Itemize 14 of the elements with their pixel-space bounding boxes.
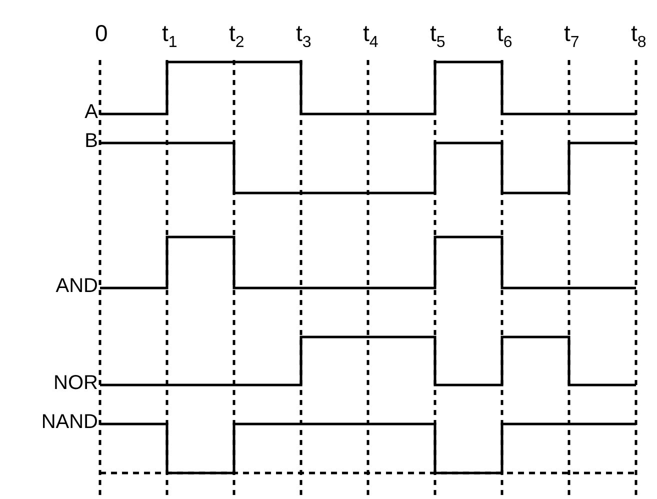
time-label: t$_{2}$ bbox=[229, 22, 244, 51]
signal-label: A bbox=[84, 102, 98, 122]
signal-label: AND bbox=[56, 276, 98, 296]
time-label: t$_{6}$ bbox=[497, 22, 512, 51]
signal-label: NOR bbox=[54, 373, 98, 393]
time-label: t$_{1}$ bbox=[162, 22, 178, 51]
signal-label: B bbox=[84, 131, 98, 151]
time-label: t$_{5}$ bbox=[430, 22, 446, 51]
time-label: 0 bbox=[95, 22, 108, 45]
signal-label: NAND bbox=[41, 412, 98, 432]
time-label: t$_{7}$ bbox=[564, 22, 580, 51]
time-label: t$_{3}$ bbox=[296, 22, 312, 51]
time-label: t$_{8}$ bbox=[631, 22, 646, 51]
time-label: t$_{4}$ bbox=[363, 22, 378, 51]
